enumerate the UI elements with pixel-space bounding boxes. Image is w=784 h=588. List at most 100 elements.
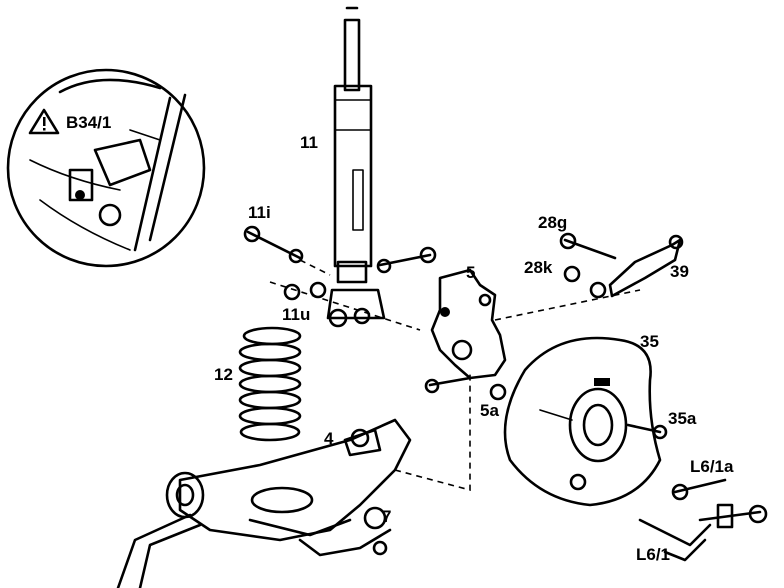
- strut-foot: [326, 288, 386, 320]
- steering-knuckle: [424, 268, 641, 401]
- leader-dashed-2: [299, 259, 331, 276]
- strut-lower-nut-2: [353, 307, 371, 325]
- inset-bracket: [93, 138, 152, 187]
- sensor-housing: [716, 503, 734, 529]
- bolt-28g-head: [559, 232, 577, 250]
- spring-coil-2: [238, 342, 302, 362]
- sensor-cable: [638, 478, 768, 562]
- stabilizer-bar-2: [116, 513, 192, 588]
- bolt-28k-nut: [563, 265, 581, 283]
- inset-strut-edge: [148, 93, 187, 242]
- inset-arc: [58, 78, 162, 94]
- backplate-hole: [569, 473, 587, 491]
- bolt-11u-nut: [309, 281, 327, 299]
- strut-bands: [334, 99, 372, 131]
- bolt-11i-shank: [246, 230, 302, 260]
- strut-lower-nut: [328, 308, 348, 328]
- spring-coil-5: [238, 390, 302, 410]
- label-lower-arm: 4: [324, 429, 334, 448]
- inset-sensor-block: [68, 168, 94, 202]
- bolt-11u-washer: [283, 283, 301, 301]
- knuckle-outline: [430, 268, 507, 380]
- label-backplate: 35: [640, 332, 659, 351]
- bolt-right-nut: [376, 258, 392, 274]
- inset-line: [39, 199, 131, 251]
- strut-body: [333, 84, 373, 268]
- arm-rear: [298, 528, 392, 557]
- leader-dashed-3: [394, 370, 471, 492]
- label-upper-bolt-pair: 28g: [538, 213, 568, 232]
- bolt-11i-head: [243, 225, 261, 243]
- knuckle-hole: [440, 307, 450, 317]
- leader-dashed-1: [269, 281, 421, 331]
- spring-coil-6: [238, 406, 302, 426]
- spring-coil-7: [239, 422, 301, 442]
- inset-circle: [6, 68, 206, 268]
- leader-dashed-4: [494, 289, 641, 321]
- warning-icon: [28, 108, 60, 135]
- backplate-hub-inner: [582, 403, 614, 447]
- inset-detail: [6, 68, 206, 268]
- bolt-l6-1a-shank: [673, 478, 727, 494]
- ball-joint-nut: [372, 540, 388, 556]
- spring-coil-3: [238, 358, 302, 378]
- spring-coil-4: [238, 374, 302, 394]
- label-arm-joint: 7: [382, 507, 392, 526]
- stabilizer-bar: [138, 523, 202, 588]
- inset-cable: [129, 129, 161, 141]
- strut: [326, 6, 386, 320]
- hub-screw-nut: [489, 383, 507, 401]
- strut-bolts: [243, 225, 437, 331]
- sensor-cable-lower: [638, 518, 712, 547]
- spring-coil-1: [242, 326, 302, 346]
- hub-screw-head: [424, 378, 440, 394]
- knuckle-spindle: [451, 339, 473, 361]
- label-bushing-bolt: L6/1a: [690, 457, 734, 476]
- label-tie-rod: 39: [670, 262, 689, 281]
- sensor-tip: [748, 504, 768, 524]
- coil-spring: [238, 326, 302, 442]
- backplate-rib: [539, 409, 573, 421]
- upper-links: [559, 232, 684, 299]
- strut-clamp: [336, 260, 368, 284]
- backplate-hub-hole: [568, 387, 628, 463]
- arm-bushing-inner: [175, 483, 195, 507]
- ball-joint: [363, 506, 387, 530]
- bolt-28g-shank: [563, 238, 617, 260]
- label-backplate-screw: 35a: [668, 409, 697, 428]
- inset-line-2: [29, 159, 121, 191]
- sensor-cable-loop: [663, 538, 707, 562]
- lower-arm: [116, 370, 471, 588]
- knuckle-hole-2: [478, 293, 492, 307]
- label-spring: 12: [214, 365, 233, 384]
- label-bolt-lower: 11u: [282, 305, 311, 324]
- bolt-l6-1a-head: [671, 483, 689, 501]
- backplate-screw-head: [652, 424, 668, 440]
- backplate-outline: [503, 336, 662, 507]
- strut-window: [352, 169, 364, 231]
- bolt-right-head: [419, 246, 437, 264]
- tie-rod-end: [668, 234, 684, 250]
- arm-mount: [343, 428, 382, 457]
- warning-label: B34/1: [66, 113, 112, 132]
- bolt-11i-nut: [288, 248, 304, 264]
- inset-fastener: [75, 190, 85, 200]
- arm-lower-edge: [248, 518, 352, 537]
- label-sensor-cable: L6/1: [636, 545, 671, 564]
- inset-strut-edge-2: [133, 96, 172, 252]
- spring-seat: [250, 486, 314, 514]
- backplate-tab: [594, 378, 610, 386]
- label-strut: 11: [300, 133, 318, 152]
- strut-rod: [343, 18, 361, 92]
- bolt-28k-nut-2: [589, 281, 607, 299]
- tie-rod: [608, 238, 682, 298]
- label-hub-screw: 5a: [480, 401, 499, 420]
- label-lower-bolt-pair: 28k: [524, 258, 553, 277]
- label-bolt-upper: 11i: [248, 203, 271, 222]
- inset-bolt: [98, 203, 122, 227]
- label-knuckle: 5: [466, 263, 476, 282]
- backplate: [503, 336, 668, 507]
- arm-mount-nut: [350, 428, 370, 448]
- arm-outline: [178, 418, 412, 542]
